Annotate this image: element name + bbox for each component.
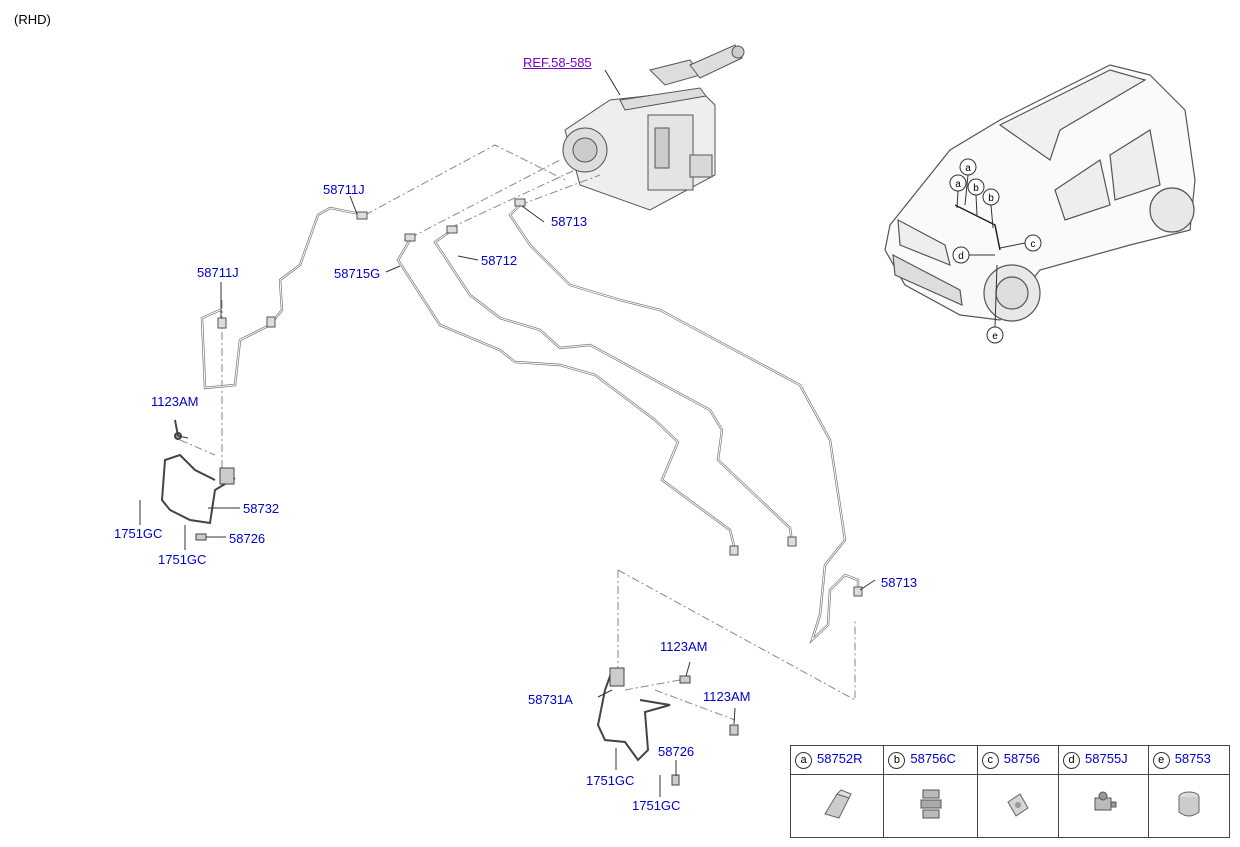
part-1123AM-r2[interactable]: 1123AM — [703, 689, 751, 704]
brake-tubes[interactable] — [200, 204, 860, 645]
car-callout-c: c — [1031, 239, 1036, 250]
part-58726-left[interactable]: 58726 — [229, 531, 266, 546]
part-58713-right[interactable]: 58713 — [881, 575, 918, 590]
part-1751GC-d[interactable]: 1751GC — [632, 798, 681, 813]
part-1123AM-r1[interactable]: 1123AM — [660, 639, 708, 654]
legend-part-a: 58752R — [817, 751, 863, 766]
part-58715G[interactable]: 58715G — [334, 266, 381, 281]
legend-part-b: 58756C — [910, 751, 956, 766]
part-1751GC-c[interactable]: 1751GC — [586, 773, 635, 788]
part-1123AM-left[interactable]: 1123AM — [151, 394, 199, 409]
car-callout-b1: b — [973, 183, 979, 194]
ref-label-58-585[interactable]: REF.58-585 — [523, 55, 592, 70]
car-illustration — [884, 64, 1196, 322]
abs-unit[interactable] — [562, 44, 745, 211]
clip-b-icon — [883, 774, 978, 838]
car-callout-b2: b — [988, 193, 994, 204]
legend-part-e: 58753 — [1174, 751, 1211, 766]
car-callout-a1: a — [965, 163, 971, 174]
left-speed-sensor[interactable] — [160, 419, 236, 541]
part-58713-top[interactable]: 58713 — [551, 214, 588, 229]
car-callout-e: e — [992, 331, 998, 342]
right-speed-sensor[interactable] — [596, 667, 739, 786]
clip-d-icon — [1058, 774, 1149, 838]
car-callout-a2: a — [955, 179, 961, 190]
clip-c-icon — [976, 774, 1060, 838]
clip-a-icon — [789, 774, 885, 838]
part-58732[interactable]: 58732 — [243, 501, 280, 516]
part-58711J-top[interactable]: 58711J — [323, 182, 365, 197]
part-1751GC-a[interactable]: 1751GC — [114, 526, 163, 541]
part-58726-right[interactable]: 58726 — [658, 744, 695, 759]
part-58711J-left[interactable]: 58711J — [197, 265, 239, 280]
part-58712[interactable]: 58712 — [481, 253, 518, 268]
clip-e-icon — [1147, 774, 1231, 838]
legend-part-c: 58756 — [1003, 751, 1040, 766]
variant-label: (RHD) — [14, 12, 51, 27]
part-58731A[interactable]: 58731A — [528, 692, 573, 707]
car-callout-d: d — [958, 251, 964, 262]
part-1751GC-b[interactable]: 1751GC — [158, 552, 207, 567]
legend-part-d: 58755J — [1085, 751, 1128, 766]
